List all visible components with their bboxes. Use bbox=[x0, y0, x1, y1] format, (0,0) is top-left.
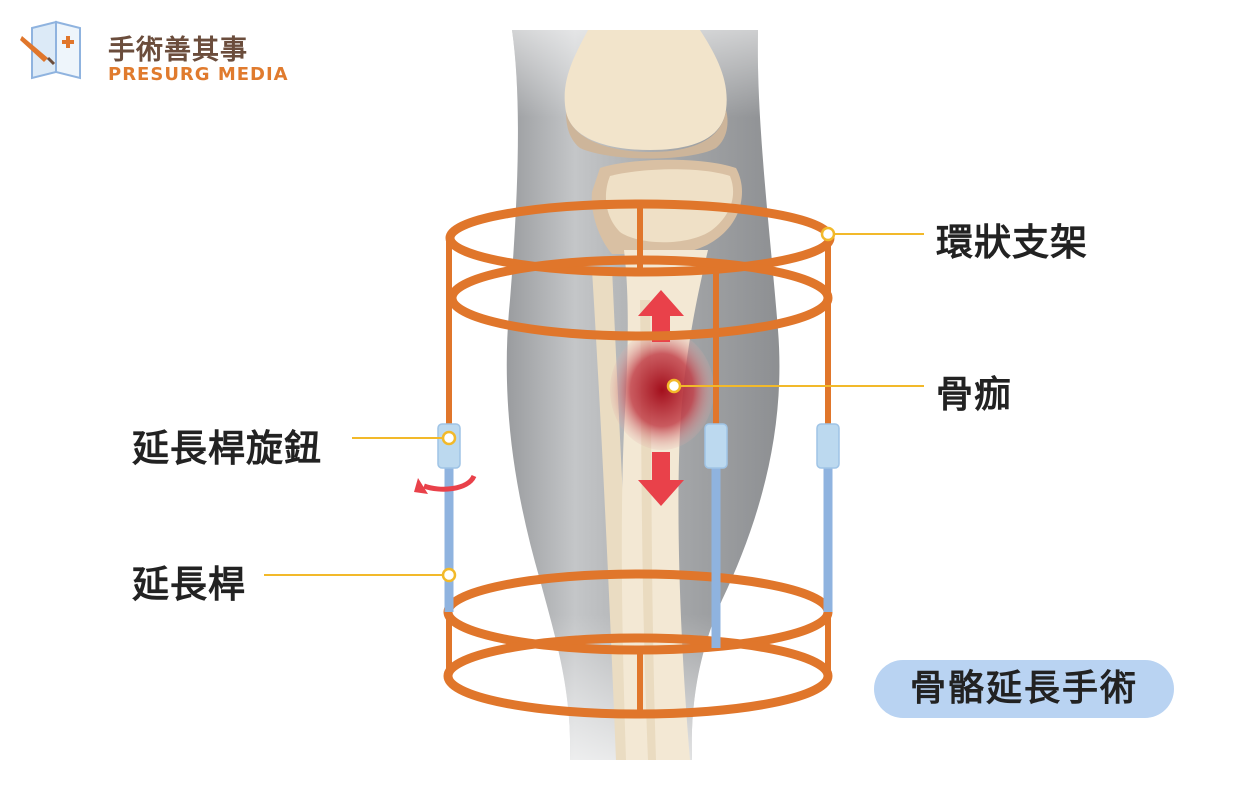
scalpel-book-icon bbox=[20, 20, 81, 80]
brand-subtitle: PRESURG MEDIA bbox=[108, 64, 289, 85]
marker-ring-frame bbox=[820, 226, 836, 242]
femur bbox=[564, 30, 727, 150]
rod-knob-right bbox=[816, 423, 840, 469]
growth-arrow-up bbox=[638, 290, 684, 342]
marker-rod-knob bbox=[441, 430, 457, 446]
marker-callus bbox=[666, 378, 682, 394]
marker-rod bbox=[441, 567, 457, 583]
caption-badge: 骨骼延長手術 bbox=[874, 660, 1174, 718]
rod-knob-left bbox=[437, 423, 461, 469]
label-callus: 骨痂 bbox=[936, 373, 1012, 416]
brand-title: 手術善其事 bbox=[108, 35, 248, 66]
growth-arrow-down bbox=[638, 452, 684, 506]
label-rod-knob: 延長桿旋鈕 bbox=[132, 427, 322, 470]
brand-logo: 手術善其事 PRESURG MEDIA bbox=[18, 14, 288, 85]
rod-knob-center bbox=[704, 423, 728, 469]
extension-rods bbox=[444, 468, 833, 648]
label-ring-frame: 環狀支架 bbox=[936, 221, 1088, 264]
label-rod: 延長桿 bbox=[132, 563, 246, 606]
callus-region bbox=[610, 330, 714, 450]
rotation-arrow-icon bbox=[423, 474, 477, 492]
